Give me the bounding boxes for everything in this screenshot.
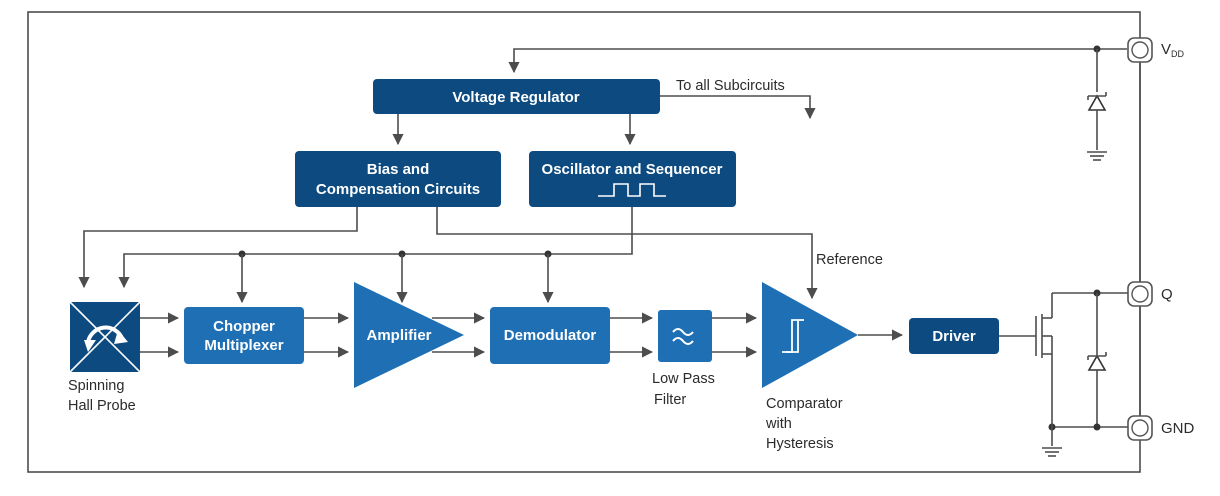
- demodulator-label: Demodulator: [504, 327, 597, 344]
- clock-waveform-icon: [598, 183, 666, 197]
- pin-gnd: GND: [1127, 415, 1195, 441]
- driver-block: Driver: [909, 318, 999, 354]
- demodulator-block: Demodulator: [490, 307, 610, 364]
- comparator-label-line3: Hysteresis: [766, 436, 834, 452]
- bias-label-line2: Compensation Circuits: [316, 181, 480, 198]
- pin-vdd: VDD: [1127, 37, 1185, 63]
- low-pass-label-line1: Low Pass: [652, 371, 715, 387]
- comparator-block: [762, 282, 858, 388]
- bias-label-line1: Bias and: [367, 161, 430, 178]
- chopper-multiplexer-block: Chopper Multiplexer: [184, 307, 304, 364]
- low-pass-label-line2: Filter: [654, 392, 686, 408]
- spinning-hall-probe: [69, 301, 141, 373]
- reference-label: Reference: [816, 252, 883, 268]
- filter-wave-icon: [672, 328, 694, 336]
- pin-q: Q: [1127, 281, 1173, 307]
- to-all-subcircuits-label: To all Subcircuits: [676, 78, 785, 94]
- low-pass-filter-block: [658, 310, 712, 362]
- voltage-regulator-label: Voltage Regulator: [452, 89, 579, 106]
- voltage-regulator-block: Voltage Regulator: [373, 79, 660, 114]
- q-label: Q: [1161, 286, 1173, 303]
- amplifier-block: Amplifier: [354, 282, 464, 388]
- bias-compensation-block: Bias and Compensation Circuits: [295, 151, 501, 207]
- comparator-label-line2: with: [765, 416, 792, 432]
- vdd-subscript: DD: [1171, 49, 1184, 59]
- gnd-label: GND: [1161, 420, 1195, 437]
- chopper-label-line1: Chopper: [213, 318, 275, 335]
- oscillator-sequencer-block: Oscillator and Sequencer: [529, 151, 736, 207]
- hall-probe-label-line2: Hall Probe: [68, 398, 136, 414]
- amplifier-label: Amplifier: [366, 327, 431, 344]
- chopper-label-line2: Multiplexer: [204, 337, 283, 354]
- comparator-label-line1: Comparator: [766, 396, 843, 412]
- supply-wiring: [508, 45, 1141, 457]
- driver-label: Driver: [932, 328, 976, 345]
- svg-text:VDD: VDD: [1161, 41, 1185, 59]
- vdd-label: V: [1161, 41, 1171, 58]
- oscillator-label: Oscillator and Sequencer: [542, 161, 723, 178]
- hall-probe-label-line1: Spinning: [68, 378, 124, 394]
